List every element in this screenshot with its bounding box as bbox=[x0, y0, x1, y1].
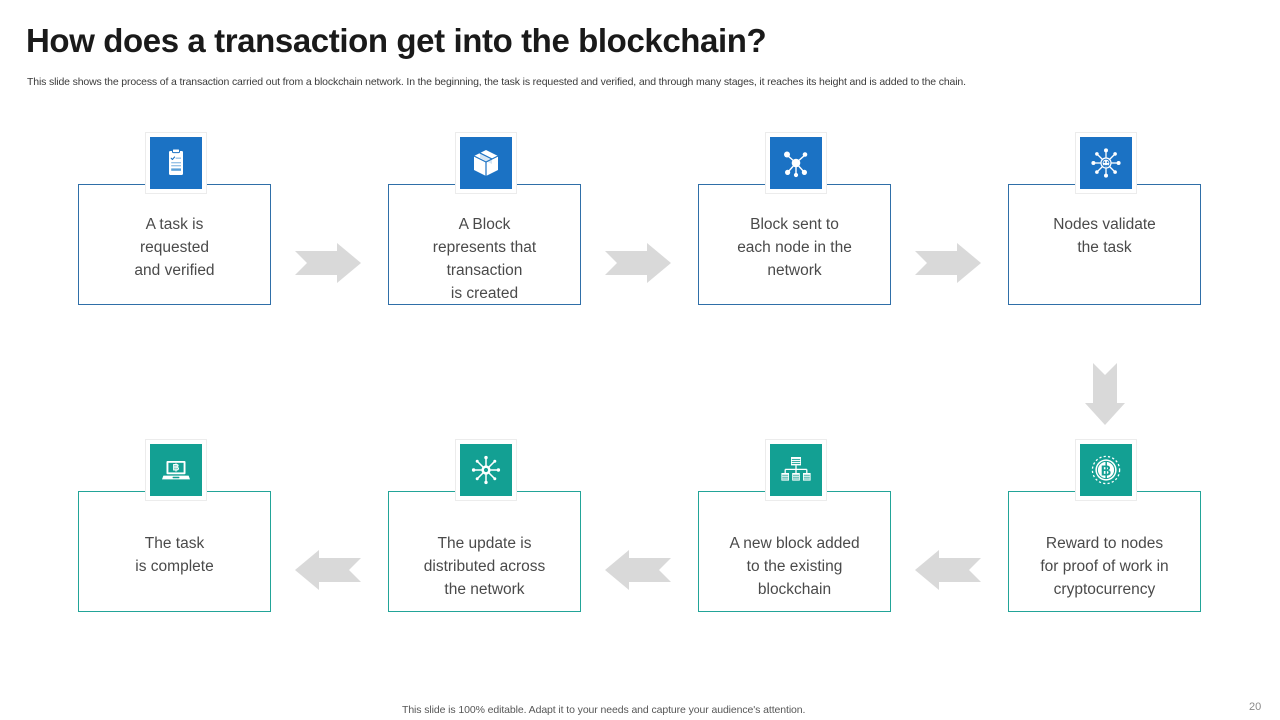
distribution-burst-icon bbox=[459, 444, 512, 496]
step-label: Block sent to each node in the network bbox=[737, 216, 852, 279]
step-label: A Block represents that transaction is c… bbox=[432, 216, 537, 302]
bitcoin-coin-icon: B bbox=[1079, 444, 1132, 496]
page-title: How does a transaction get into the bloc… bbox=[26, 22, 767, 59]
cube-box-icon bbox=[459, 137, 512, 189]
step-box bbox=[78, 491, 271, 612]
step-label: The task is complete bbox=[135, 535, 214, 575]
arrow-left-3 bbox=[295, 550, 361, 590]
flow-step-5[interactable]: Reward to nodes for proof of work in cry… bbox=[1008, 444, 1203, 614]
arrow-right-2 bbox=[605, 243, 671, 283]
hub-spoke-validate-icon bbox=[1079, 137, 1132, 189]
arrow-down-1 bbox=[1085, 363, 1125, 425]
flow-step-8[interactable]: The task is complete B bbox=[78, 444, 273, 614]
arrow-left-2 bbox=[605, 550, 671, 590]
arrow-right-3 bbox=[915, 243, 981, 283]
step-box bbox=[1008, 491, 1201, 612]
flow-step-7[interactable]: The update is distributed across the net… bbox=[388, 444, 583, 614]
block-hierarchy-icon bbox=[769, 444, 822, 496]
arrow-left-1 bbox=[915, 550, 981, 590]
flow-step-1[interactable]: A task is requested and verified bbox=[78, 137, 273, 307]
step-label: A new block added to the existing blockc… bbox=[729, 535, 860, 598]
page-number: 20 bbox=[1249, 701, 1262, 713]
step-label: The update is distributed across the net… bbox=[423, 535, 546, 598]
step-label: Reward to nodes for proof of work in cry… bbox=[1040, 535, 1169, 598]
step-label: A task is requested and verified bbox=[134, 216, 215, 279]
laptop-bitcoin-icon: B bbox=[149, 444, 202, 496]
flow-step-2[interactable]: A Block represents that transaction is c… bbox=[388, 137, 583, 307]
flow-step-4[interactable]: Nodes validate the task bbox=[1008, 137, 1203, 307]
network-nodes-icon bbox=[769, 137, 822, 189]
step-box bbox=[698, 491, 891, 612]
clipboard-checklist-icon bbox=[149, 137, 202, 189]
arrow-right-1 bbox=[295, 243, 361, 283]
step-box bbox=[1008, 184, 1201, 305]
flow-step-6[interactable]: A new block added to the existing blockc… bbox=[698, 444, 893, 614]
page-subtitle: This slide shows the process of a transa… bbox=[27, 76, 966, 88]
footer-note: This slide is 100% editable. Adapt it to… bbox=[402, 704, 806, 716]
step-label: Nodes validate the task bbox=[1053, 216, 1156, 256]
step-box bbox=[78, 184, 271, 305]
flow-step-3[interactable]: Block sent to each node in the network bbox=[698, 137, 893, 307]
